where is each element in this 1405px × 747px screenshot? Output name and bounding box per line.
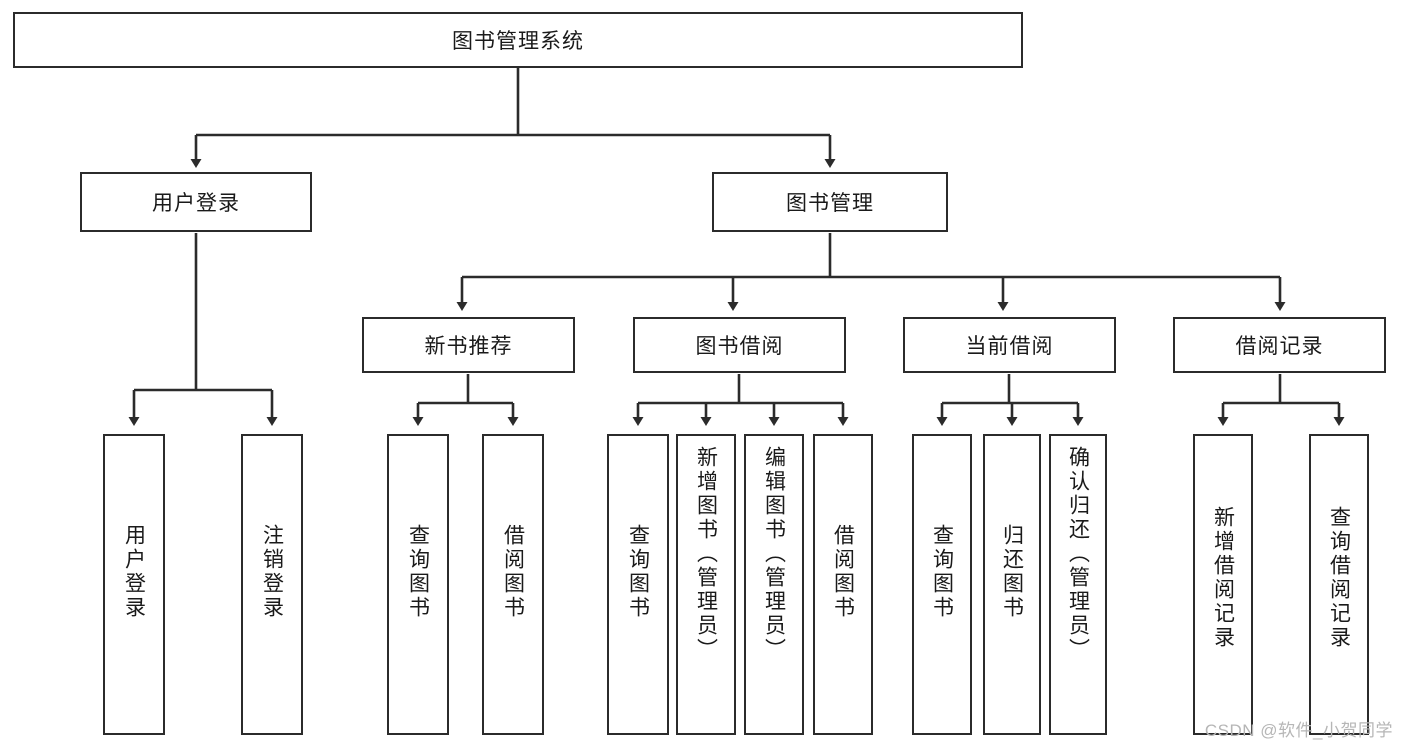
node-leaf-return-book-label: 归还图书 (1000, 524, 1024, 620)
node-leaf-confirm-return[interactable]: 确认归还（管理员） (1049, 434, 1107, 735)
node-leaf-query-book-1-label: 查询图书 (406, 524, 430, 620)
node-leaf-add-record-label: 新增借阅记录 (1211, 506, 1235, 650)
node-leaf-borrow-book-2-label: 借阅图书 (831, 524, 855, 620)
node-leaf-query-book-1[interactable]: 查询图书 (387, 434, 449, 735)
node-leaf-edit-book-label: 编辑图书（管理员） (762, 446, 786, 662)
node-book-borrow-label: 图书借阅 (695, 335, 784, 358)
node-root-label: 图书管理系统 (452, 30, 584, 53)
node-leaf-logout[interactable]: 注销登录 (241, 434, 303, 735)
node-leaf-logout-label: 注销登录 (260, 524, 284, 620)
node-root[interactable]: 图书管理系统 (13, 12, 1023, 68)
node-new-book-recommend[interactable]: 新书推荐 (362, 317, 575, 373)
node-leaf-add-book-label: 新增图书（管理员） (694, 446, 718, 662)
node-leaf-borrow-book-2[interactable]: 借阅图书 (813, 434, 873, 735)
node-book-management[interactable]: 图书管理 (712, 172, 948, 232)
node-leaf-add-record[interactable]: 新增借阅记录 (1193, 434, 1253, 735)
node-leaf-query-record-label: 查询借阅记录 (1327, 506, 1351, 650)
node-leaf-query-book-2-label: 查询图书 (626, 524, 650, 620)
node-leaf-query-record[interactable]: 查询借阅记录 (1309, 434, 1369, 735)
node-user-login-label: 用户登录 (152, 192, 240, 215)
node-leaf-user-login[interactable]: 用户登录 (103, 434, 165, 735)
node-leaf-query-book-3-label: 查询图书 (930, 524, 954, 620)
node-current-borrow-label: 当前借阅 (965, 335, 1054, 358)
node-leaf-confirm-return-label: 确认归还（管理员） (1066, 446, 1090, 662)
node-leaf-add-book[interactable]: 新增图书（管理员） (676, 434, 736, 735)
node-leaf-user-login-label: 用户登录 (122, 524, 146, 620)
node-borrow-record-label: 借阅记录 (1235, 335, 1324, 358)
node-book-management-label: 图书管理 (786, 192, 874, 215)
node-borrow-record[interactable]: 借阅记录 (1173, 317, 1386, 373)
node-leaf-borrow-book-1-label: 借阅图书 (501, 524, 525, 620)
node-leaf-return-book[interactable]: 归还图书 (983, 434, 1041, 735)
node-current-borrow[interactable]: 当前借阅 (903, 317, 1116, 373)
node-leaf-borrow-book-1[interactable]: 借阅图书 (482, 434, 544, 735)
node-book-borrow[interactable]: 图书借阅 (633, 317, 846, 373)
node-leaf-query-book-3[interactable]: 查询图书 (912, 434, 972, 735)
csdn-watermark: CSDN @软件_小贺同学 (1204, 721, 1393, 740)
node-leaf-edit-book[interactable]: 编辑图书（管理员） (744, 434, 804, 735)
node-user-login[interactable]: 用户登录 (80, 172, 312, 232)
node-leaf-query-book-2[interactable]: 查询图书 (607, 434, 669, 735)
node-new-book-recommend-label: 新书推荐 (424, 335, 513, 358)
